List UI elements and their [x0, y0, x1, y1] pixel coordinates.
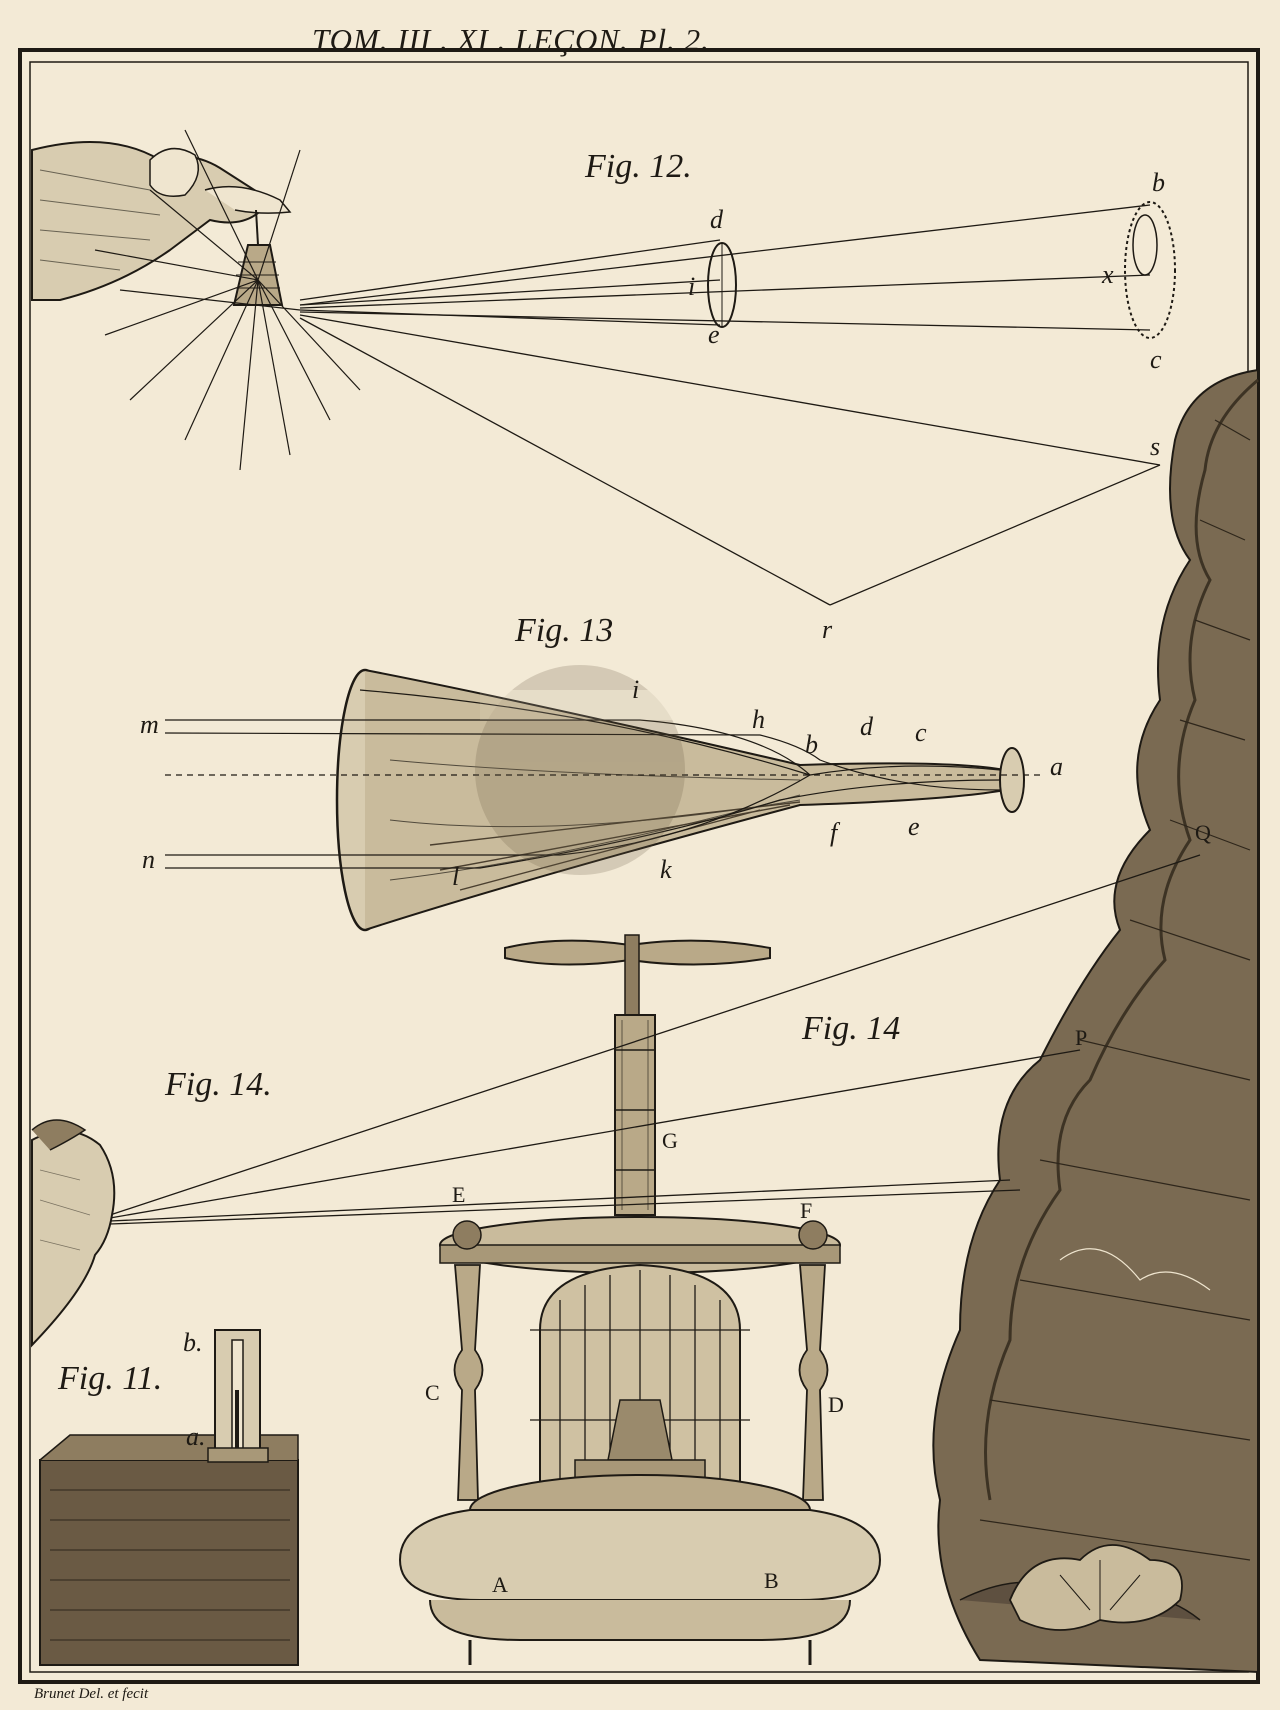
watermark-seal [475, 665, 685, 875]
fig13-label-b: b [805, 730, 818, 759]
fig13-label-a: a [1050, 752, 1063, 781]
fig14-label-D: D [828, 1392, 844, 1417]
fig13-label-e: e [908, 812, 920, 841]
fig13-label-n: n [142, 845, 155, 874]
fig12-label-s: s [1150, 432, 1161, 461]
fig14-child-head [31, 1119, 116, 1348]
fig14-label-E: E [452, 1182, 466, 1207]
fig14-right-caption: Fig. 14 [802, 1010, 901, 1047]
fig12-hand-and-bell [31, 129, 1176, 606]
fig13-label-f: f [830, 818, 838, 847]
fig14-sound-lines [109, 854, 1201, 1225]
fig13-caption: Fig. 13 [515, 612, 614, 649]
fig12-label-i: i [688, 272, 696, 301]
fig12-caption: Fig. 12. [585, 148, 692, 185]
fig14-label-B: B [764, 1568, 779, 1593]
plant-foliage [1009, 1544, 1183, 1631]
fig11-thermometer [39, 1329, 299, 1666]
fig13-label-c: c [915, 718, 927, 747]
fig14-air-pump [398, 934, 882, 1665]
fig14-label-G: G [662, 1128, 678, 1153]
fig14-label-C: C [425, 1380, 440, 1405]
fig12-label-e: e [708, 320, 720, 349]
engraver-credit: Brunet Del. et fecit [34, 1686, 149, 1702]
fig12-label-r: r [822, 615, 833, 644]
fig14-label-Q: Q [1195, 820, 1211, 845]
rock-cliff [932, 368, 1259, 1674]
fig13-label-m: m [140, 710, 159, 739]
fig12-label-d: d [710, 205, 723, 234]
fig13-trumpet [164, 668, 1040, 932]
fig12-sound-beams [119, 204, 1161, 606]
fig12-label-c: c [1150, 345, 1162, 374]
fig13-label-k: k [660, 855, 672, 884]
fig12-label-x: x [1102, 260, 1114, 289]
sound-rays [94, 129, 361, 471]
fig14-label-F: F [800, 1198, 813, 1223]
fig11-label-a: a. [186, 1422, 206, 1451]
fig14-label-P: P [1075, 1025, 1088, 1050]
fig13-label-d: d [860, 712, 873, 741]
fig11-caption: Fig. 11. [58, 1360, 163, 1397]
fig13-label-h: h [752, 705, 765, 734]
fig14-label-A: A [492, 1572, 508, 1597]
fig14-left-caption: Fig. 14. [165, 1066, 272, 1103]
fig12-label-b: b [1152, 168, 1165, 197]
fig13-label-i: i [632, 675, 640, 704]
fig11-label-b: b. [183, 1328, 203, 1357]
fig13-label-l: l [452, 862, 460, 891]
plate-header: TOM. III . XI . LEÇON. Pl. 2. [312, 22, 710, 57]
